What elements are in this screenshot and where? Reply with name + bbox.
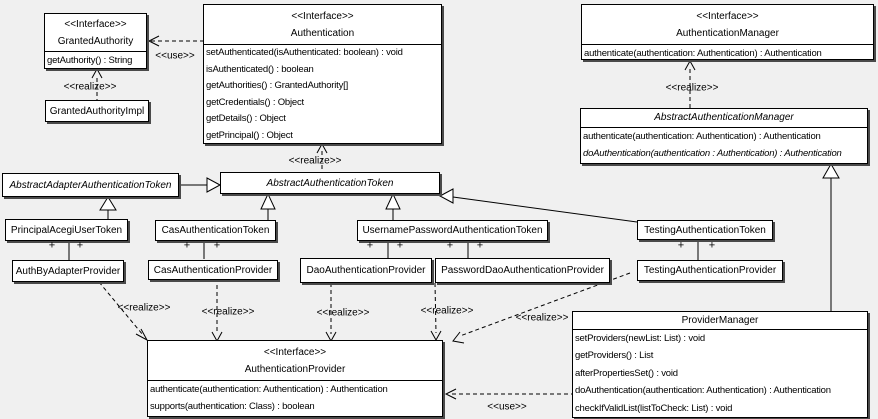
class-box-username-password-authentication-token: UsernamePasswordAuthenticationToken — [357, 220, 548, 241]
class-name: TestingAuthenticationToken — [644, 224, 766, 236]
method-label: isAuthenticated() : boolean — [206, 63, 314, 75]
stereotype-label: <<Interface>> — [263, 347, 327, 358]
class-name: Authentication — [290, 28, 355, 39]
method-label: authenticate(authentication: Authenticat… — [584, 48, 822, 59]
class-box-granted-authority-impl: GrantedAuthorityImpl — [45, 100, 149, 122]
class-box-testing-authentication-token: TestingAuthenticationToken — [637, 220, 773, 240]
realize-label: <<realize>> — [316, 307, 370, 319]
class-box-cas-authentication-token: CasAuthenticationToken — [155, 220, 276, 241]
class-box-auth-by-adapter-provider: AuthByAdapterProvider — [12, 260, 124, 282]
class-box-authentication-manager: <<Interface>> AuthenticationManager auth… — [581, 4, 874, 60]
class-name: AbstractAuthenticationManager — [654, 112, 794, 123]
association-edges — [68, 239, 699, 260]
multiplicity-plus: + — [677, 239, 685, 252]
dashed-edges — [96, 40, 691, 395]
realize-label: <<realize>> — [201, 306, 255, 318]
multiplicity-plus: + — [213, 239, 221, 252]
class-box-authentication: <<Interface>> Authentication setAuthenti… — [203, 4, 442, 144]
realize-label: <<realize>> — [420, 305, 474, 317]
generalization-edges — [99, 162, 840, 311]
stereotype-label: <<Interface>> — [291, 11, 354, 22]
method-label: authenticate(authentication: Authenticat… — [150, 384, 388, 395]
multiplicity-plus: + — [396, 239, 404, 252]
multiplicity-plus: + — [476, 239, 484, 252]
multiplicity-plus: + — [183, 239, 191, 252]
stereotype-label: <<Interface>> — [64, 19, 127, 30]
class-name: TestingAuthenticationProvider — [643, 265, 777, 276]
class-name: UsernamePasswordAuthenticationToken — [362, 225, 543, 236]
class-box-abstract-authentication-manager: AbstractAuthenticationManager authentica… — [580, 108, 868, 164]
class-box-principal-acegi-user-token: PrincipalAcegiUserToken — [5, 219, 128, 241]
generalization-triangle — [260, 192, 276, 210]
class-name: PrincipalAcegiUserToken — [10, 224, 123, 236]
method-label: doAuthentication(authentication: Authent… — [575, 385, 831, 397]
method-label: supports(authentication: Class) : boolea… — [150, 401, 315, 412]
generalization-triangle — [438, 188, 454, 204]
method-label: checkIfValidList(listToCheck: List) : vo… — [575, 402, 733, 414]
class-name: ProviderManager — [681, 315, 759, 326]
method-label: getProviders() : List — [575, 350, 654, 362]
class-name: CasAuthenticationProvider — [153, 264, 273, 276]
generalization-triangle — [206, 177, 222, 193]
class-name: PasswordDaoAuthenticationProvider — [441, 265, 604, 276]
multiplicity-plus: + — [48, 239, 56, 252]
method-label: getDetails() : Object — [206, 113, 286, 124]
realize-label: <<realize>> — [515, 312, 569, 324]
method-label: doAuthentication(authentication : Authen… — [583, 148, 842, 159]
class-name: AuthenticationManager — [676, 28, 779, 39]
method-label: afterPropertiesSet() : void — [575, 367, 678, 379]
class-box-authentication-provider: <<Interface>> AuthenticationProvider aut… — [147, 340, 443, 417]
method-label: getAuthority() : String — [47, 55, 133, 66]
realize-label: <<realize>> — [63, 81, 117, 93]
class-name: GrantedAuthority — [57, 36, 134, 47]
multiplicity-plus: + — [446, 239, 454, 252]
method-label: setProviders(newList: List) : void — [575, 333, 705, 344]
open-arrowheads — [91, 35, 696, 400]
realize-label: <<realize>> — [665, 82, 719, 94]
class-name: AbstractAuthenticationToken — [266, 177, 394, 189]
class-box-provider-manager: ProviderManager setProviders(newList: Li… — [572, 311, 868, 418]
generalization-triangle — [385, 192, 401, 210]
class-name: CasAuthenticationToken — [161, 225, 270, 236]
stereotype-label: <<Interface>> — [696, 11, 759, 22]
method-label: getCredentials() : Object — [206, 96, 304, 108]
class-box-password-dao-authentication-provider: PasswordDaoAuthenticationProvider — [435, 258, 610, 283]
class-box-abstract-authentication-token: AbstractAuthenticationToken — [220, 172, 440, 194]
class-box-abstract-adapter-authentication-token: AbstractAdapterAuthenticationToken — [2, 173, 179, 197]
method-label: getPrincipal() : Object — [206, 129, 293, 141]
realize-label: <<realize>> — [117, 302, 171, 314]
multiplicity-plus: + — [76, 239, 84, 252]
class-name: DaoAuthenticationProvider — [306, 265, 426, 276]
use-label: <<use>> — [487, 401, 527, 413]
class-name: AuthenticationProvider — [244, 364, 346, 375]
class-name: GrantedAuthorityImpl — [49, 105, 145, 117]
class-box-cas-authentication-provider: CasAuthenticationProvider — [148, 260, 278, 280]
multiplicity-plus: + — [708, 239, 716, 252]
multiplicity-plus: + — [366, 239, 374, 252]
generalization-triangle — [99, 196, 117, 211]
use-label: <<use>> — [155, 50, 195, 62]
generalization-triangle — [822, 162, 840, 179]
class-name: AuthByAdapterProvider — [15, 265, 121, 277]
class-box-testing-authentication-provider: TestingAuthenticationProvider — [637, 260, 783, 281]
method-label: authenticate(authentication: Authenticat… — [583, 131, 821, 142]
class-box-granted-authority: <<Interface>> GrantedAuthority getAuthor… — [44, 13, 147, 69]
class-box-dao-authentication-provider: DaoAuthenticationProvider — [300, 258, 432, 283]
class-name: AbstractAdapterAuthenticationToken — [9, 179, 172, 191]
realize-label: <<realize>> — [288, 155, 342, 167]
method-label: setAuthenticated(isAuthenticated: boolea… — [206, 47, 403, 58]
method-label: getAuthorities() : GrantedAuthority[] — [206, 80, 349, 91]
